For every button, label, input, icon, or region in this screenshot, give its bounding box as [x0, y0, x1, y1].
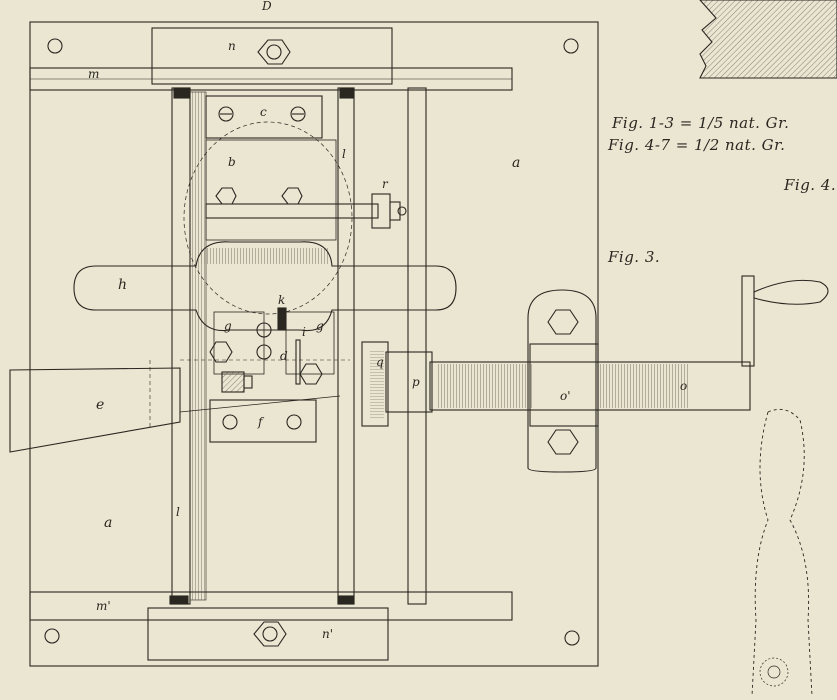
nut-n-prime [253, 621, 287, 647]
label-p: p [412, 375, 420, 389]
nut-n [257, 39, 291, 65]
scale-caption-2: Fig. 4-7 = 1/2 nat. Gr. [608, 136, 786, 154]
label-q: q [376, 355, 384, 369]
base-plate [29, 21, 599, 667]
rail-m-prime [29, 591, 513, 621]
label-g-left: g [224, 319, 232, 333]
label-n-prime: n' [322, 627, 334, 641]
label-m: m [88, 67, 100, 81]
fig4-piece [699, 0, 837, 79]
block-g-left [213, 311, 265, 375]
bar-n-prime [147, 607, 389, 661]
label-l-lower: l [176, 505, 180, 519]
handle-h [73, 241, 457, 332]
wedge-e [9, 367, 181, 453]
fig3-label: Fig. 3. [608, 248, 661, 266]
label-k: k [278, 293, 286, 307]
label-d: d [280, 349, 288, 363]
label-l-upper: l [342, 147, 346, 161]
label-h: h [118, 277, 128, 293]
label-o: o [680, 379, 688, 393]
block-b [205, 139, 337, 241]
label-a-left: a [104, 515, 113, 531]
column-l-left [171, 87, 191, 605]
bracket-o-prime [527, 289, 597, 473]
label-m-prime: m' [96, 599, 111, 613]
crank-handle [753, 279, 829, 305]
gear-q [361, 341, 389, 427]
column-l-right [337, 87, 355, 605]
block-f [209, 399, 317, 443]
bar-n [151, 27, 393, 85]
label-c: c [260, 105, 267, 119]
label-n: n [228, 39, 236, 53]
block-c [205, 95, 323, 139]
block-g-right [285, 311, 335, 375]
fig4-label: Fig. 4. [784, 176, 837, 194]
label-a-right: a [512, 155, 521, 171]
label-g-right: g [316, 319, 324, 333]
fig3-outline [751, 408, 813, 697]
knob-r [371, 193, 391, 229]
mount-hole-tr [563, 38, 579, 54]
label-b: b [228, 155, 236, 169]
label-f: f [258, 415, 263, 429]
mount-hole-tl [47, 38, 63, 54]
crank-arm [741, 275, 755, 367]
scale-caption-1: Fig. 1-3 = 1/5 nat. Gr. [612, 114, 790, 132]
label-o-prime: o' [560, 389, 571, 403]
label-top-edge: D [262, 0, 272, 13]
label-e: e [96, 397, 105, 413]
label-i: i [302, 325, 306, 339]
hub-p [385, 351, 433, 413]
shaft-r [205, 203, 379, 219]
mount-hole-br [564, 630, 580, 646]
threaded-rod-o [429, 361, 751, 411]
label-r: r [382, 177, 388, 191]
mount-hole-bl [44, 628, 60, 644]
